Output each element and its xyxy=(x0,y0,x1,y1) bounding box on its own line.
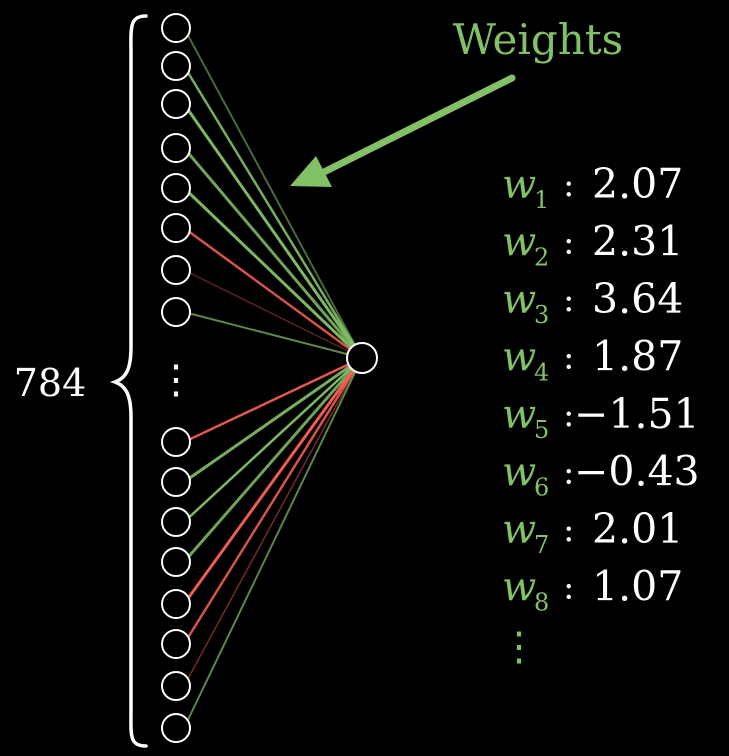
weight-connection-3 xyxy=(182,103,364,359)
weight-connection-9 xyxy=(183,356,363,444)
weight-colon: : xyxy=(563,280,574,320)
weight-value: 2.31 xyxy=(592,218,683,266)
input-neuron-7 xyxy=(161,255,191,285)
weights-arrow xyxy=(290,74,516,187)
weight-connections xyxy=(182,27,364,729)
weight-subscript: 6 xyxy=(534,474,549,502)
weight-subscript: 5 xyxy=(534,416,549,444)
weight-subscript: 4 xyxy=(534,359,549,387)
weight-connection-15 xyxy=(183,357,363,687)
weight-colon: : xyxy=(563,510,574,550)
weight-row-2: w2:2.31 xyxy=(502,218,683,272)
weight-colon: : xyxy=(563,165,574,205)
weight-label: w xyxy=(502,565,536,611)
input-neuron-14 xyxy=(161,629,191,659)
weight-subscript: 8 xyxy=(534,589,549,617)
weight-subscript: 1 xyxy=(534,186,549,214)
input-neuron-4 xyxy=(161,133,191,163)
weight-subscript: 7 xyxy=(534,531,549,559)
weight-connection-13 xyxy=(182,357,364,605)
weight-connection-12 xyxy=(182,357,364,563)
weight-connection-8 xyxy=(183,311,363,359)
weight-colon: : xyxy=(563,223,574,263)
weight-connection-10 xyxy=(183,356,363,484)
weight-list: w1:2.07w2:2.31w3:3.64w4:1.87w5:−1.51w6:−… xyxy=(502,160,700,617)
input-neuron-1 xyxy=(161,13,191,43)
input-neuron-6 xyxy=(161,213,191,243)
weight-connection-11 xyxy=(183,357,363,523)
weight-row-6: w6:−0.43 xyxy=(502,448,700,502)
weight-label: w xyxy=(502,162,536,208)
input-neuron-5 xyxy=(161,173,191,203)
weight-value: 1.87 xyxy=(592,333,683,381)
weight-row-5: w5:−1.51 xyxy=(502,390,700,444)
input-neuron-9 xyxy=(161,427,191,457)
weight-row-1: w1:2.07 xyxy=(502,160,683,214)
weight-value: 3.64 xyxy=(592,275,683,323)
weight-list-ellipsis: ⋮ xyxy=(499,624,539,670)
weight-label: w xyxy=(502,335,536,381)
weight-connection-16 xyxy=(183,357,363,729)
weight-value: 2.01 xyxy=(592,505,683,553)
weight-label: w xyxy=(502,277,536,323)
weight-colon: : xyxy=(563,568,574,608)
input-neuron-3 xyxy=(161,89,191,119)
weight-row-3: w3:3.64 xyxy=(502,275,683,329)
weight-value: −1.51 xyxy=(574,390,700,438)
input-neuron-16 xyxy=(161,713,191,743)
weight-label: w xyxy=(502,392,536,438)
weight-connection-6 xyxy=(183,226,363,360)
weight-value: −0.43 xyxy=(574,448,700,496)
weight-colon: : xyxy=(563,395,574,435)
weight-connection-5 xyxy=(182,186,364,360)
weight-row-7: w7:2.01 xyxy=(502,505,683,559)
input-neuron-2 xyxy=(161,51,191,81)
input-neurons xyxy=(161,13,191,743)
input-neuron-12 xyxy=(161,547,191,577)
weight-connection-4 xyxy=(182,147,364,359)
weight-subscript: 2 xyxy=(534,244,549,272)
input-neuron-8 xyxy=(161,297,191,327)
weight-value: 2.07 xyxy=(592,160,683,208)
weight-connection-2 xyxy=(182,65,364,359)
weight-label: w xyxy=(502,450,536,496)
weight-label: w xyxy=(502,507,536,553)
weight-colon: : xyxy=(563,453,574,493)
weight-connection-7 xyxy=(183,269,363,359)
input-ellipsis: ⋮ xyxy=(156,357,196,403)
weight-label: w xyxy=(502,220,536,266)
output-neuron xyxy=(346,342,378,374)
diagram-title: Weights xyxy=(453,15,623,64)
weight-row-8: w8:1.07 xyxy=(502,563,683,617)
weight-connection-1 xyxy=(183,27,363,359)
weight-connection-14 xyxy=(182,357,364,645)
weight-subscript: 3 xyxy=(534,301,549,329)
weight-row-4: w4:1.87 xyxy=(502,333,683,387)
weight-colon: : xyxy=(563,338,574,378)
input-neuron-15 xyxy=(161,671,191,701)
input-neuron-11 xyxy=(161,507,191,537)
input-count-label: 784 xyxy=(14,361,87,405)
input-brace xyxy=(109,14,148,748)
input-neuron-13 xyxy=(161,589,191,619)
input-neuron-10 xyxy=(161,467,191,497)
weight-value: 1.07 xyxy=(592,563,683,611)
